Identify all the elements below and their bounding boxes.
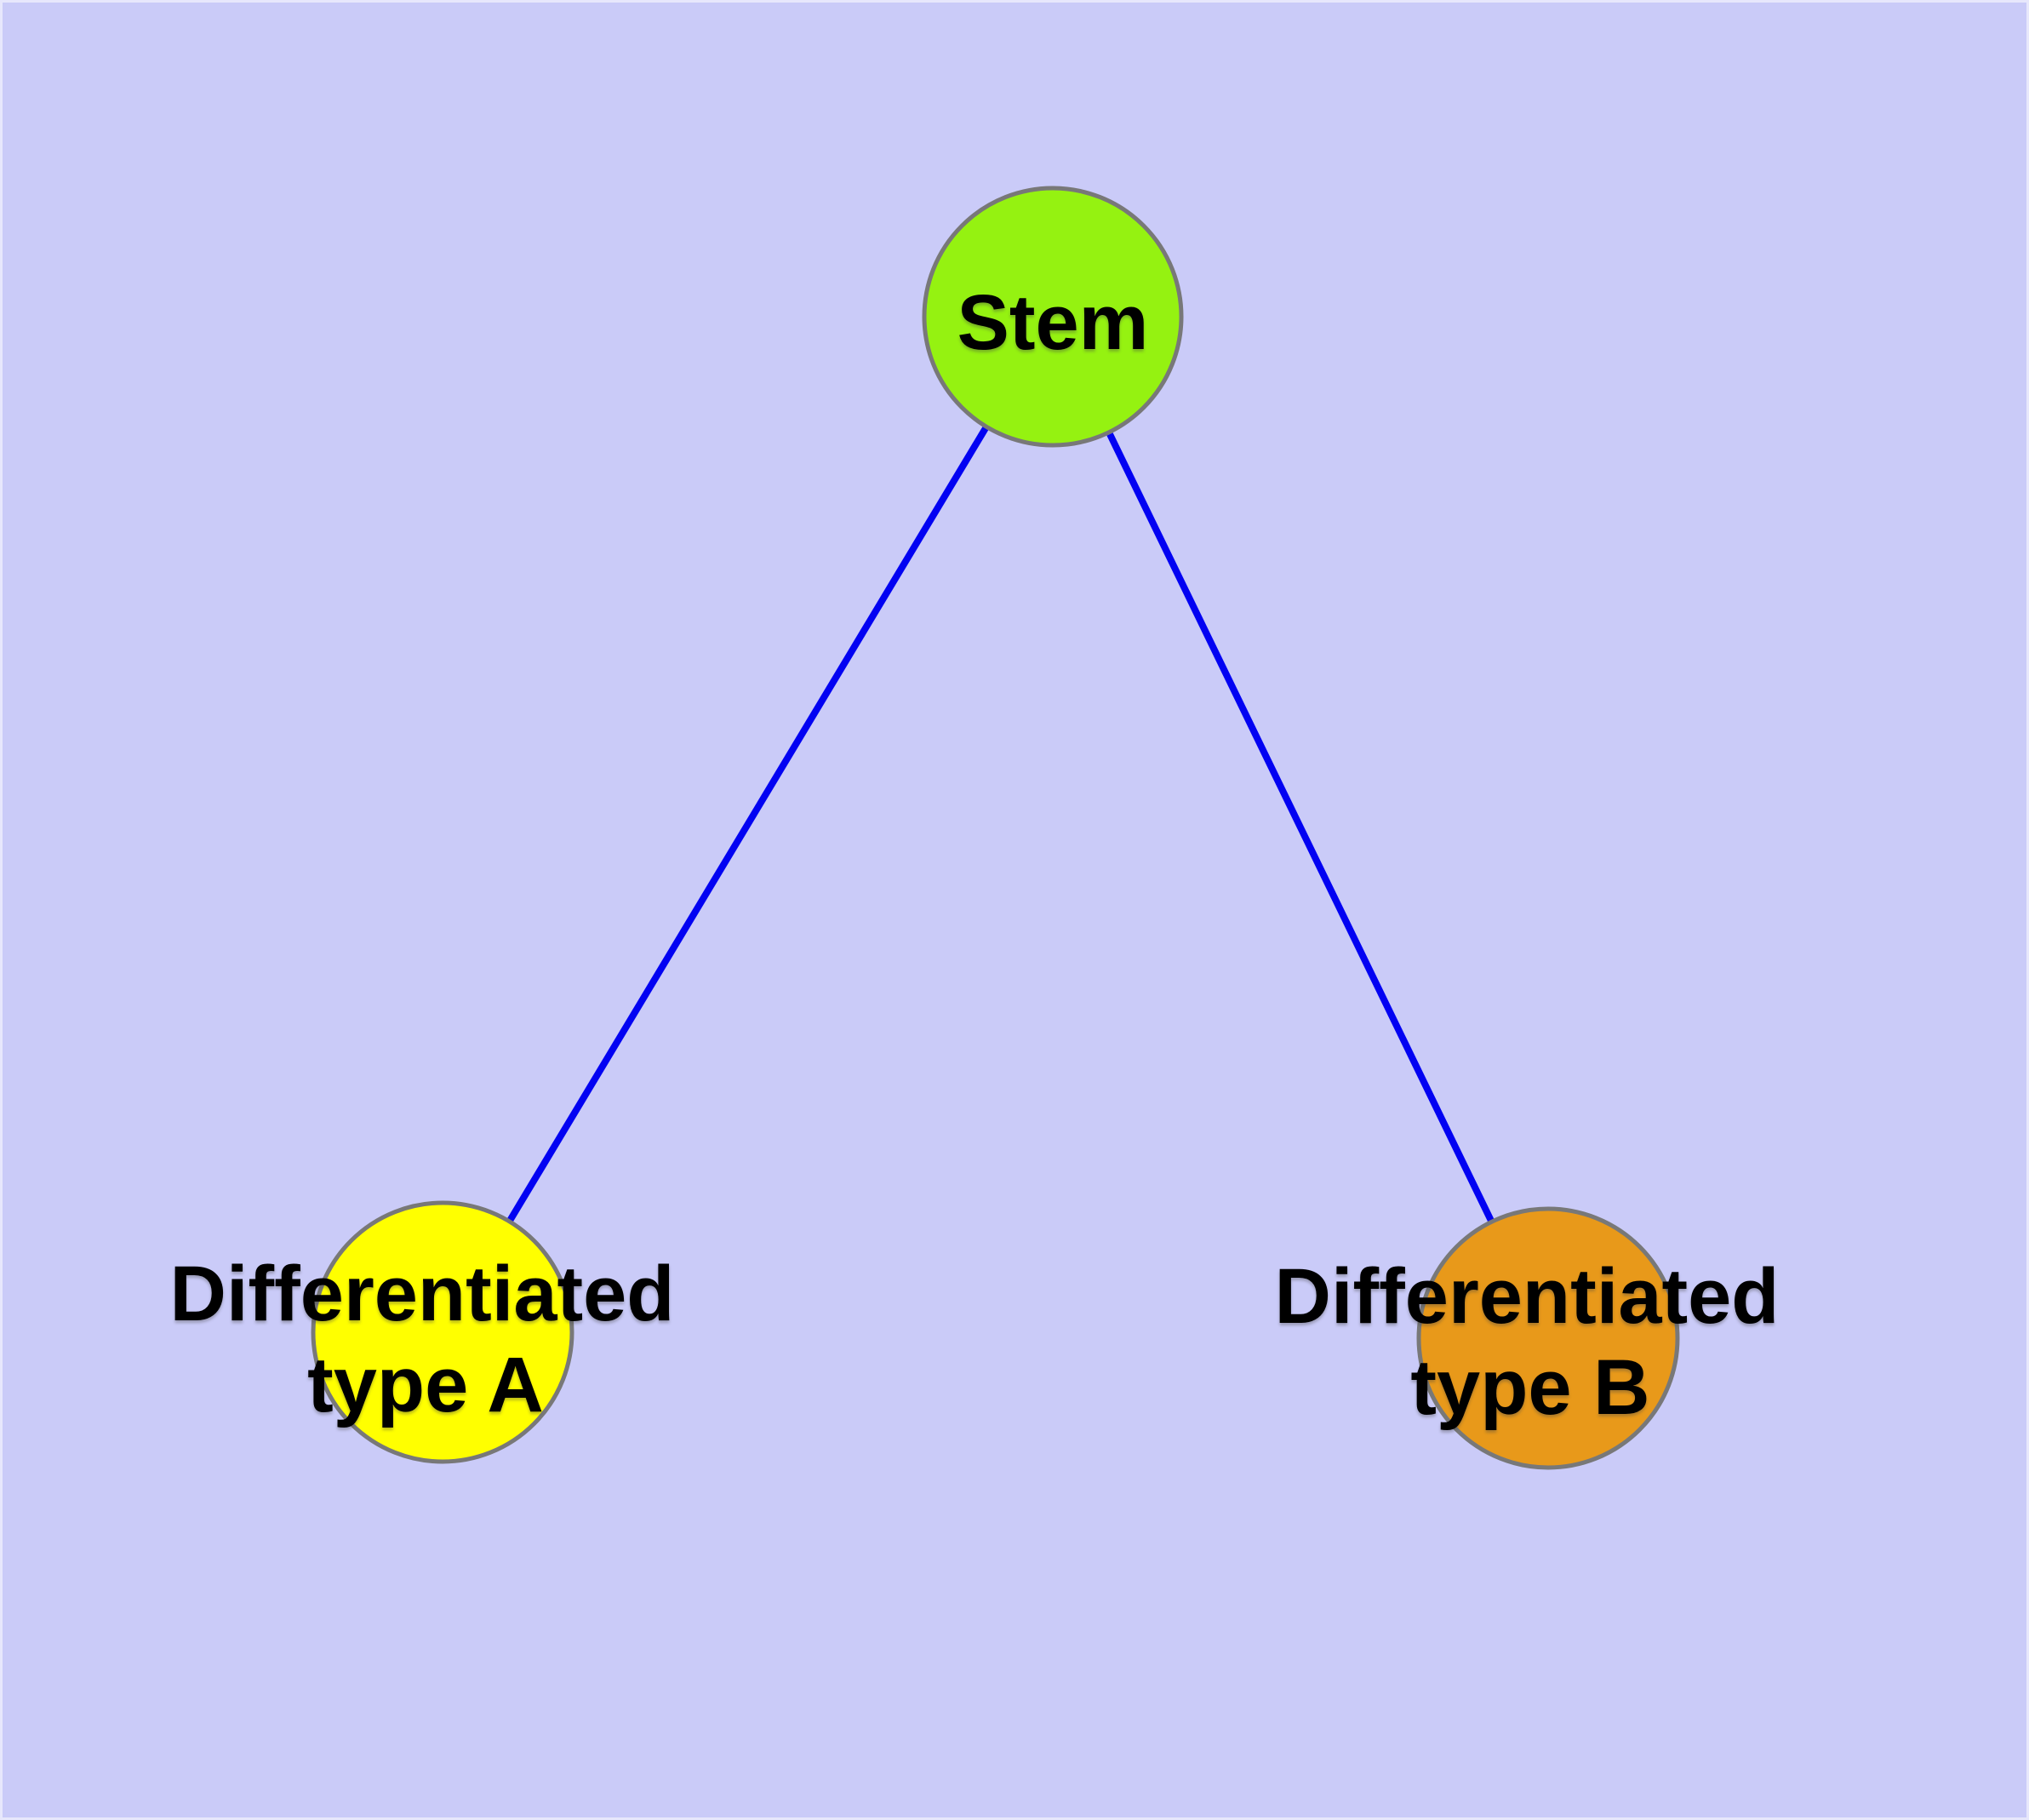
node-stem-circle (922, 186, 1184, 448)
node-type-a-label-line1: Differentiated (170, 1251, 675, 1337)
node-type-b-circle (1416, 1206, 1680, 1470)
node-type-b-label-line1: Differentiated (1275, 1253, 1780, 1340)
node-type-a-circle (311, 1200, 574, 1464)
node-type-a-label-line2: type A (307, 1342, 544, 1428)
edge-stem-to-type-a (506, 426, 989, 1223)
edge-stem-to-type-b (1106, 432, 1495, 1222)
node-type-b-label-line2: type B (1410, 1344, 1649, 1431)
node-stem-label: Stem (957, 279, 1149, 366)
